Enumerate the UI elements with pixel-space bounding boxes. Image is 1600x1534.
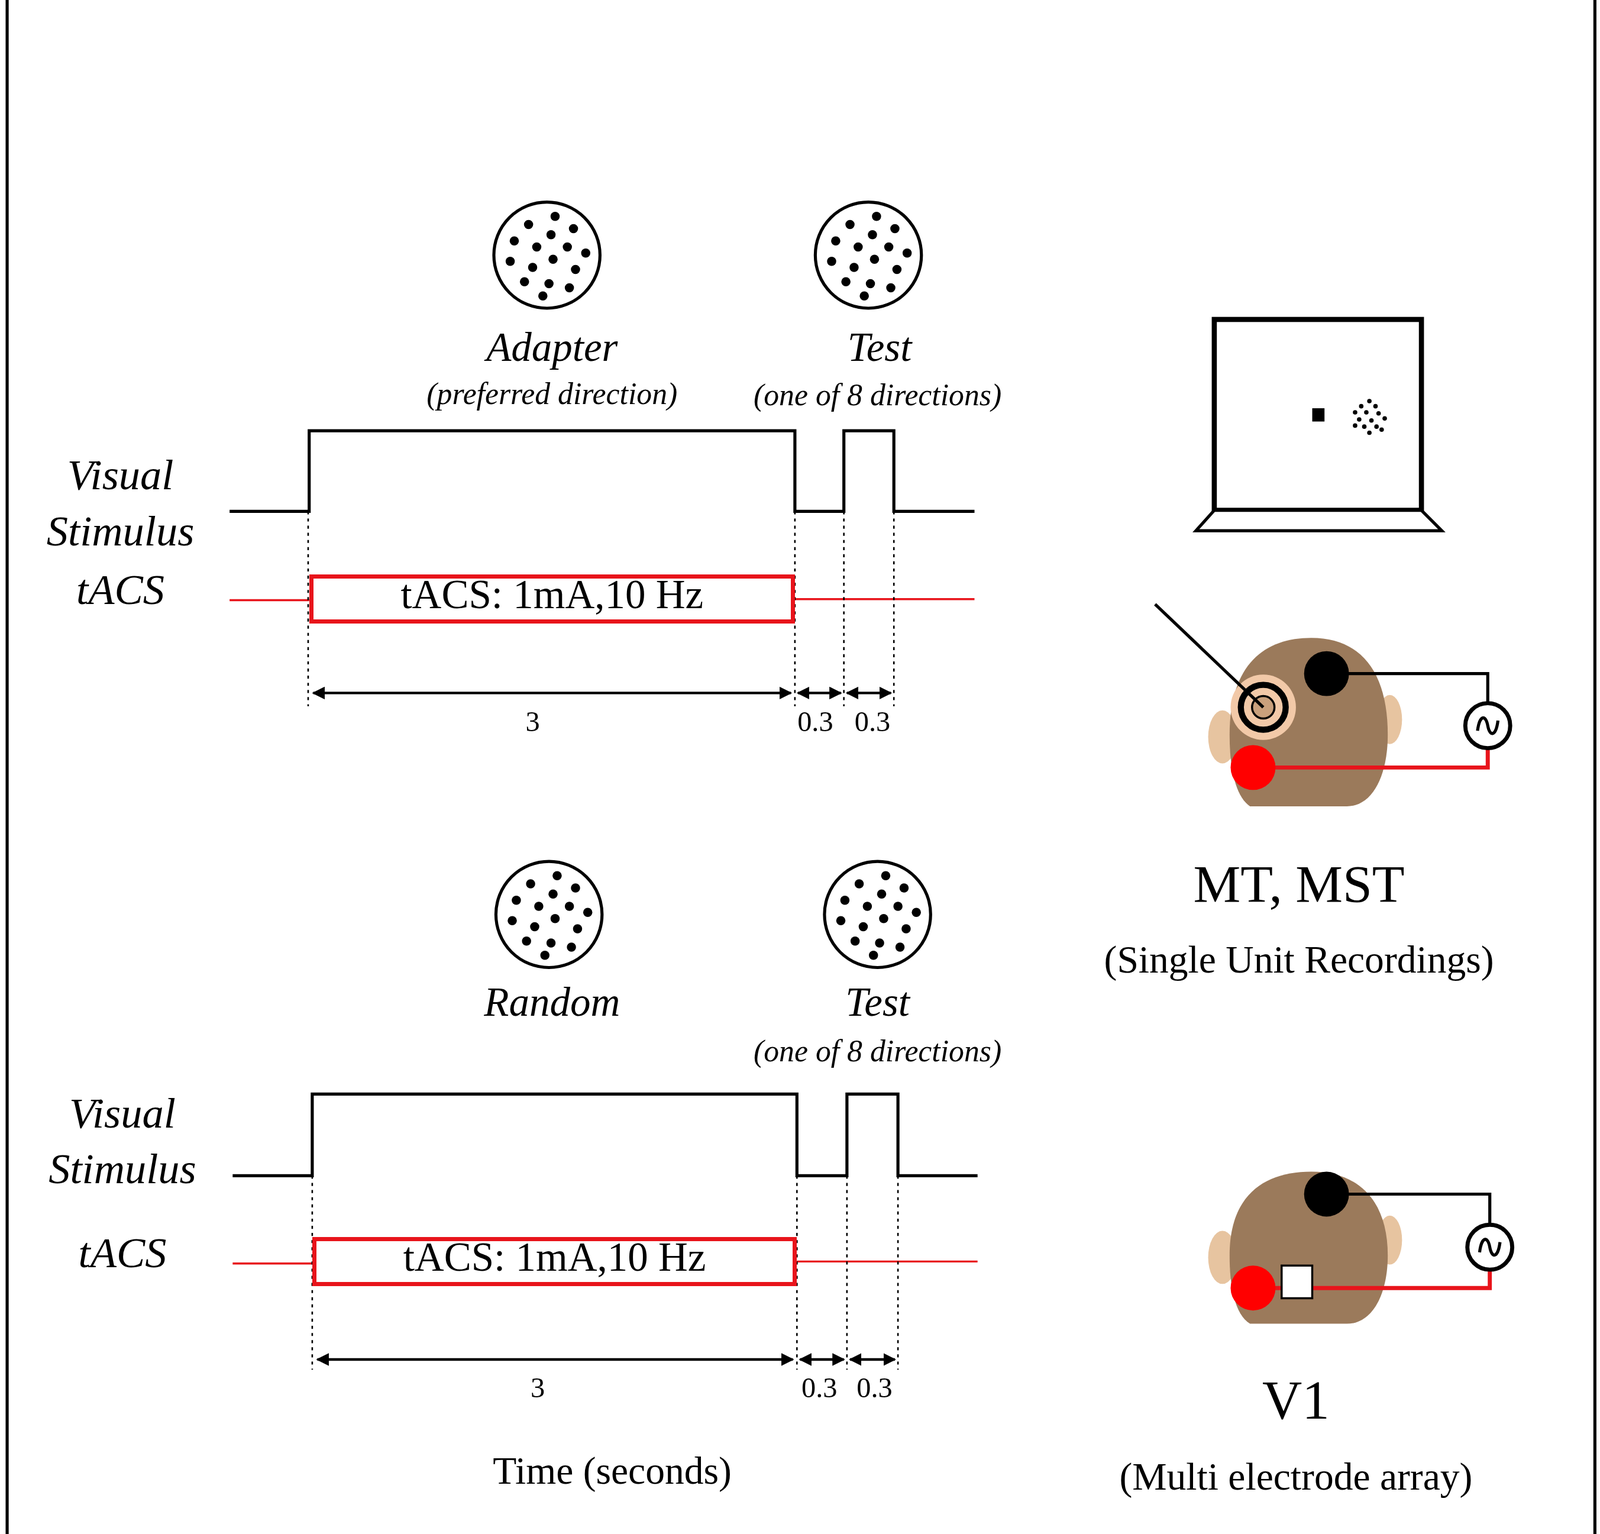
- label: (one of 8 directions): [753, 376, 1002, 414]
- label: 3: [525, 704, 540, 739]
- duration-arrows: [313, 692, 895, 1360]
- label: 0.3: [801, 1370, 837, 1405]
- tacs-traces: [229, 599, 978, 1264]
- label: (Single Unit Recordings): [1104, 935, 1495, 983]
- label: tACS: [76, 564, 165, 616]
- label: (preferred direction): [426, 375, 678, 413]
- label: Time (seconds): [492, 1447, 732, 1495]
- label: MT, MST: [1193, 851, 1405, 916]
- label: 0.3: [797, 704, 833, 739]
- label: Visual Stimulus: [25, 1085, 220, 1197]
- tacs-heading: tACS: 1mA,10 Hz: [403, 1236, 707, 1278]
- label: tACS: [78, 1227, 167, 1279]
- label: V1: [1262, 1366, 1330, 1434]
- label: Test: [845, 977, 910, 1027]
- label: Test: [847, 322, 913, 372]
- dot-field: [826, 211, 912, 301]
- label: 3: [530, 1370, 545, 1405]
- tacs-box: tACS: 1mA,10 Hz: [312, 1236, 797, 1286]
- label: 0.3: [854, 704, 891, 739]
- dot-field: [505, 211, 591, 301]
- label: (Multi electrode array): [1119, 1453, 1473, 1501]
- dot-field: [836, 870, 921, 960]
- monkey-head-mt: [1155, 603, 1511, 807]
- dot-field: [507, 870, 593, 960]
- tacs-heading: tACS: 1mA,10 Hz: [400, 574, 704, 616]
- label: Random: [483, 977, 620, 1027]
- tacs-box: tACS: 1mA,10 Hz: [309, 574, 795, 624]
- label: Adapter: [486, 322, 618, 372]
- label: Visual Stimulus: [23, 447, 218, 559]
- frame: [7, 0, 1595, 1534]
- label: (one of 8 directions): [753, 1032, 1002, 1070]
- label: 0.3: [856, 1370, 892, 1405]
- time-markers: [308, 511, 898, 1370]
- monitor-icon: [1196, 319, 1443, 531]
- monkey-head-v1: [1208, 1171, 1513, 1324]
